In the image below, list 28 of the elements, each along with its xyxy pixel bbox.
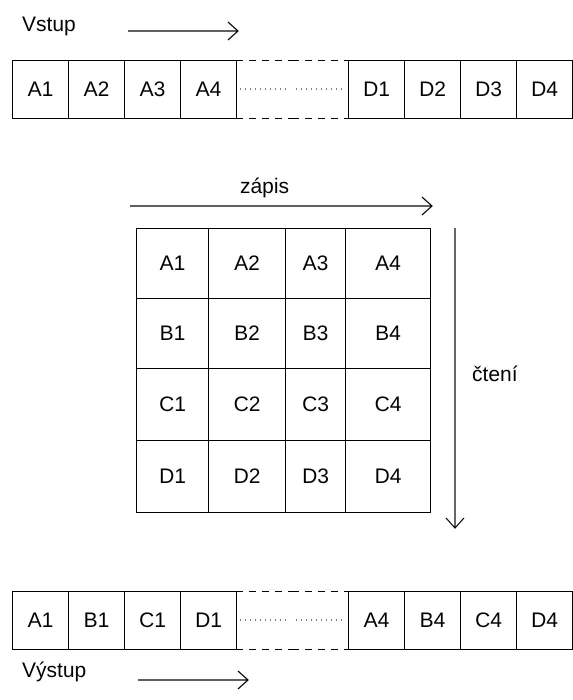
- placeholder-box: [236, 60, 293, 119]
- cell: D4: [516, 591, 573, 650]
- cell: A3: [124, 60, 181, 119]
- direction-label: zápis: [240, 176, 290, 197]
- cell: B1: [68, 591, 125, 650]
- placeholder-box: [236, 591, 293, 650]
- cell: D1: [348, 60, 405, 119]
- cell: D1: [136, 440, 209, 513]
- cell: D3: [460, 60, 517, 119]
- direction-label: Výstup: [22, 660, 86, 681]
- placeholder-box: [292, 60, 349, 119]
- placeholder-box: [292, 591, 349, 650]
- cell: A2: [68, 60, 125, 119]
- cell: A4: [180, 60, 237, 119]
- cell: A1: [136, 228, 209, 299]
- cell: A4: [348, 591, 405, 650]
- cell: D4: [345, 440, 431, 513]
- direction-label: Vstup: [22, 14, 76, 35]
- cell: D2: [404, 60, 461, 119]
- cell: C1: [124, 591, 181, 650]
- cell: C4: [460, 591, 517, 650]
- direction-label: čtení: [472, 364, 518, 385]
- cell: A4: [345, 228, 431, 299]
- cell: A1: [12, 60, 69, 119]
- cell: A1: [12, 591, 69, 650]
- cell: D4: [516, 60, 573, 119]
- cell: D1: [180, 591, 237, 650]
- cell: B4: [404, 591, 461, 650]
